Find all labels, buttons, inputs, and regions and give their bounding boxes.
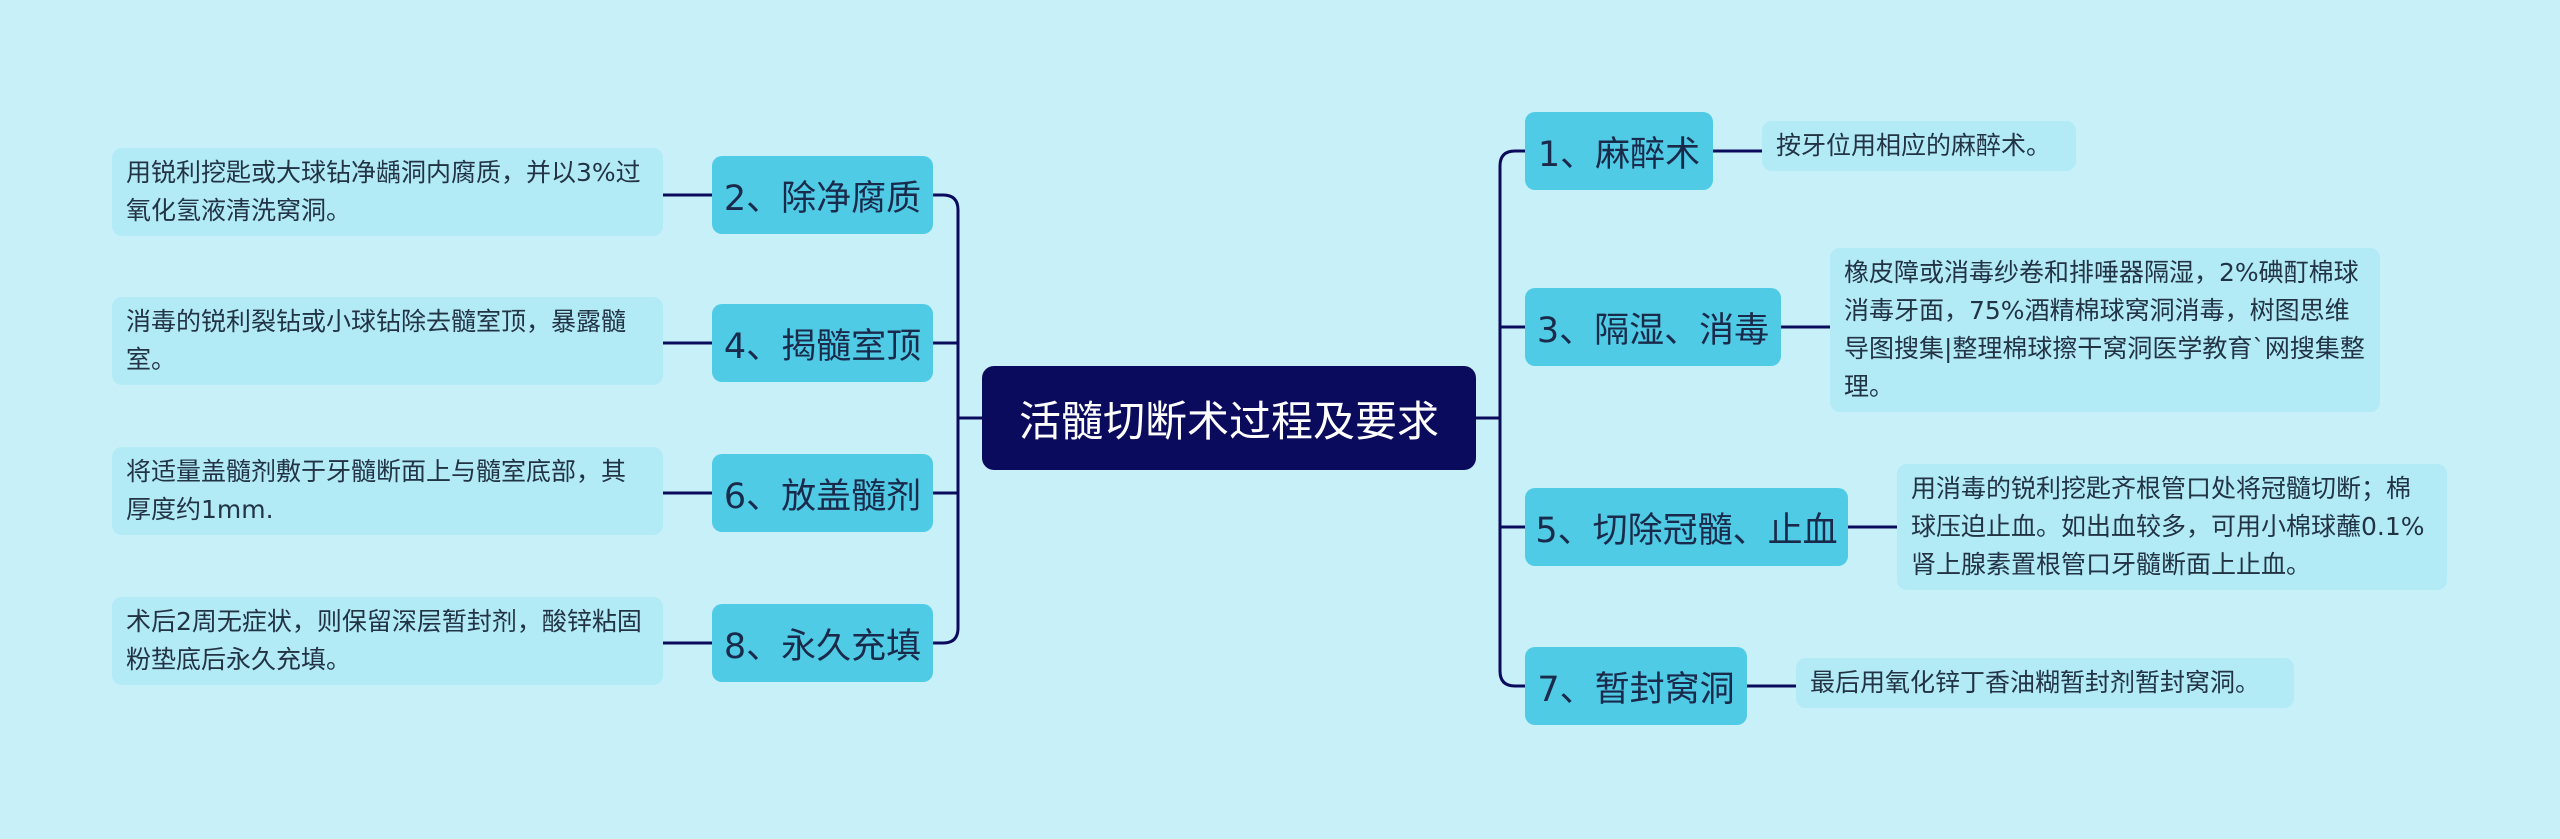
- branch-remove-coronal-pulp[interactable]: 5、切除冠髓、止血: [1525, 488, 1848, 566]
- leaf-open-pulp-chamber[interactable]: 消毒的锐利裂钻或小球钻除去髓室顶，暴露髓室。: [112, 297, 663, 385]
- branch-temporary-seal[interactable]: 7、暂封窝洞: [1525, 647, 1747, 725]
- branch-anesthesia[interactable]: 1、麻醉术: [1525, 112, 1713, 190]
- leaf-text: 最后用氧化锌丁香油糊暂封剂暂封窝洞。: [1810, 668, 2261, 697]
- leaf-text: 橡皮障或消毒纱卷和排唾器隔湿，2%碘酊棉球消毒牙面，75%酒精棉球窝洞消毒，树图…: [1844, 258, 2365, 401]
- branch-permanent-filling[interactable]: 8、永久充填: [712, 604, 933, 682]
- connector-left-4: [933, 627, 960, 645]
- leaf-text: 用锐利挖匙或大球钻净龋洞内腐质，并以3%过氧化氢液清洗窝洞。: [126, 158, 641, 225]
- connector-left-1: [933, 193, 960, 211]
- leaf-text: 术后2周无症状，则保留深层暂封剂，酸锌粘固粉垫底后永久充填。: [126, 607, 642, 674]
- leaf-text: 用消毒的锐利挖匙齐根管口处将冠髓切断；棉球压迫止血。如出血较多，可用小棉球蘸0.…: [1911, 474, 2425, 579]
- leaf-isolation-disinfection[interactable]: 橡皮障或消毒纱卷和排唾器隔湿，2%碘酊棉球消毒牙面，75%酒精棉球窝洞消毒，树图…: [1830, 248, 2380, 412]
- leaf-remove-caries[interactable]: 用锐利挖匙或大球钻净龋洞内腐质，并以3%过氧化氢液清洗窝洞。: [112, 148, 663, 236]
- branch-remove-caries[interactable]: 2、除净腐质: [712, 156, 933, 234]
- leaf-anesthesia[interactable]: 按牙位用相应的麻醉术。: [1762, 121, 2076, 171]
- leaf-text: 按牙位用相应的麻醉术。: [1776, 131, 2052, 160]
- branch-isolation-disinfection[interactable]: 3、隔湿、消毒: [1525, 288, 1781, 366]
- leaf-place-capping-agent[interactable]: 将适量盖髓剂敷于牙髓断面上与髓室底部，其厚度约1mm.: [112, 447, 663, 535]
- leaf-permanent-filling[interactable]: 术后2周无症状，则保留深层暂封剂，酸锌粘固粉垫底后永久充填。: [112, 597, 663, 685]
- connector-right-4: [1498, 670, 1525, 688]
- leaf-text: 将适量盖髓剂敷于牙髓断面上与髓室底部，其厚度约1mm.: [126, 457, 627, 524]
- leaf-remove-coronal-pulp[interactable]: 用消毒的锐利挖匙齐根管口处将冠髓切断；棉球压迫止血。如出血较多，可用小棉球蘸0.…: [1897, 464, 2447, 590]
- leaf-temporary-seal[interactable]: 最后用氧化锌丁香油糊暂封剂暂封窝洞。: [1796, 658, 2294, 708]
- connector-right-1: [1498, 149, 1525, 167]
- root-topic[interactable]: 活髓切断术过程及要求: [982, 366, 1476, 470]
- branch-place-capping-agent[interactable]: 6、放盖髓剂: [712, 454, 933, 532]
- branch-open-pulp-chamber[interactable]: 4、揭髓室顶: [712, 304, 933, 382]
- leaf-text: 消毒的锐利裂钻或小球钻除去髓室顶，暴露髓室。: [126, 307, 627, 374]
